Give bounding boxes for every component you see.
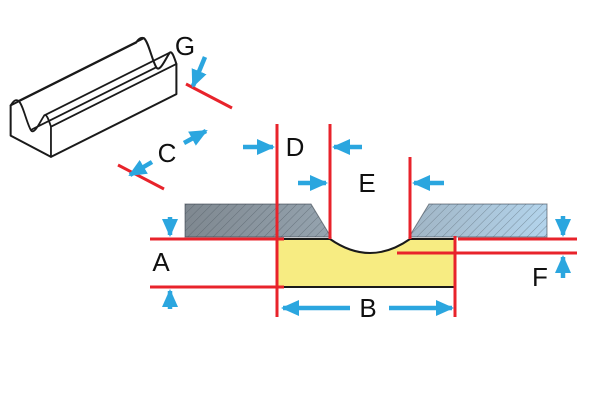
label-G: G bbox=[175, 31, 195, 61]
c-arrow-upper bbox=[182, 129, 208, 146]
tick-bar-end-right bbox=[185, 82, 233, 110]
label-D: D bbox=[286, 132, 305, 162]
backing-bar-3d-groove-lines bbox=[9, 37, 178, 158]
label-E: E bbox=[358, 168, 375, 198]
backing-bar-3d-body bbox=[9, 36, 178, 158]
label-A: A bbox=[152, 247, 170, 277]
label-B: B bbox=[359, 293, 376, 323]
backing-bar-section bbox=[276, 238, 456, 288]
backing-bar-3d-view bbox=[9, 36, 178, 158]
right-plate-hatch bbox=[409, 204, 547, 237]
dimension-extension-lines bbox=[117, 82, 577, 317]
workpiece-plates bbox=[184, 203, 548, 238]
dimension-labels: G C D E A F B bbox=[152, 31, 548, 323]
g-arrow bbox=[190, 56, 208, 88]
c-arrow-lower bbox=[128, 159, 154, 177]
left-plate-hatch bbox=[185, 204, 331, 237]
label-F: F bbox=[532, 262, 548, 292]
tick-bar-end-left bbox=[117, 163, 165, 191]
label-C: C bbox=[158, 138, 177, 168]
dimension-arrows bbox=[128, 56, 571, 316]
